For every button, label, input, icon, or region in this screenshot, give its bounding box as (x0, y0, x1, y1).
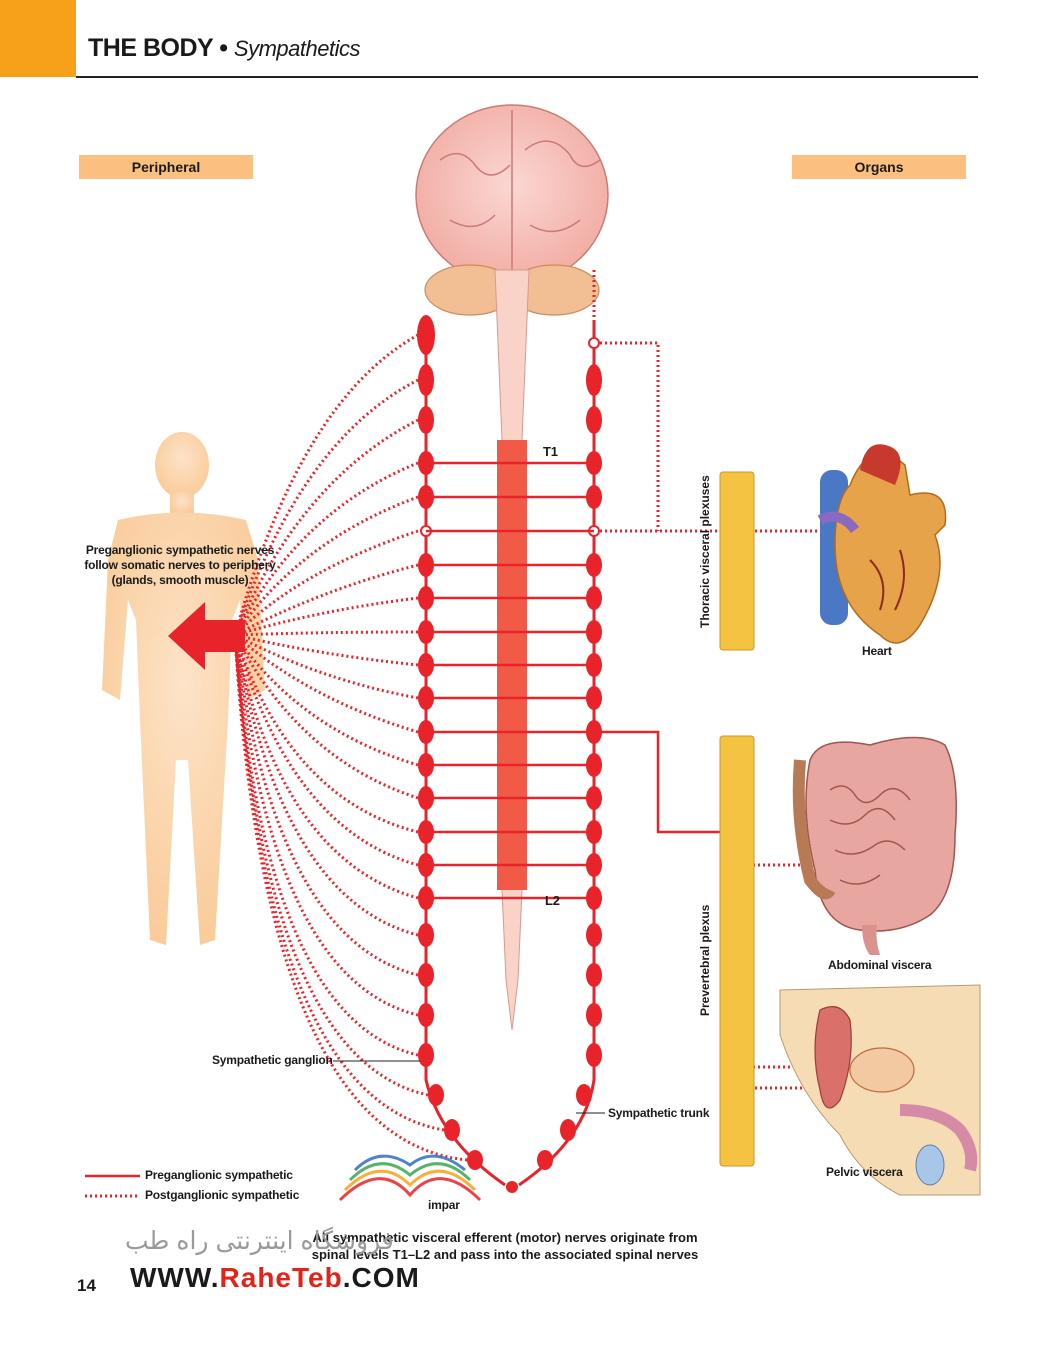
splanchnic-nerve (600, 730, 730, 834)
page-subtitle: Sympathetics (233, 36, 361, 61)
legend-post-label: Postganglionic sympathetic (145, 1188, 300, 1202)
leader-lines (333, 1060, 605, 1114)
label-t1: T1 (543, 444, 558, 459)
label-sympathetic-trunk: Sympathetic trunk (608, 1106, 710, 1120)
watermark-url: WWW.RaheTeb.COM (130, 1262, 420, 1293)
watermark-logo (338, 1154, 482, 1202)
label-sympathetic-ganglion: Sympathetic ganglion (212, 1053, 333, 1067)
label-pelvic-viscera: Pelvic viscera (826, 1165, 903, 1179)
tag-organs: Organs (792, 155, 966, 179)
label-thoracic-plexus: Thoracic visceral plexuses (698, 475, 712, 628)
label-prevertebral-plexus: Prevertebral plexus (698, 904, 712, 1016)
pelvic-viscera-illustration (779, 984, 981, 1196)
watermark-persian: فروشگاه اینترنتی راه طب (125, 1227, 394, 1255)
label-heart: Heart (862, 644, 892, 658)
header-accent-block (0, 0, 76, 77)
abdominal-viscera-illustration (792, 736, 957, 955)
legend-pre-label: Preganglionic sympathetic (145, 1168, 293, 1182)
figure-caption: All sympathetic visceral efferent (motor… (311, 1230, 699, 1262)
heart-illustration (817, 444, 947, 644)
label-abdominal-viscera: Abdominal viscera (828, 958, 932, 972)
brain-illustration (415, 104, 609, 316)
page-title: THE BODY • Sympathetics (88, 34, 361, 62)
label-ganglion-impar: impar (428, 1198, 460, 1212)
spinal-cord (494, 269, 530, 1031)
preganglionic-rami (426, 461, 594, 900)
preganglionic-note: Preganglionic sympathetic nerves follow … (84, 543, 276, 587)
periphery-arrow (168, 602, 245, 670)
tag-peripheral: Peripheral (79, 155, 253, 179)
page-number: 14 (77, 1276, 96, 1295)
prevertebral-plexus-bar (719, 735, 755, 1167)
label-l2: L2 (545, 893, 560, 908)
header-rule (76, 76, 978, 78)
postganglionic-fan (233, 333, 468, 1162)
thoracic-plexus-bar (719, 471, 755, 651)
